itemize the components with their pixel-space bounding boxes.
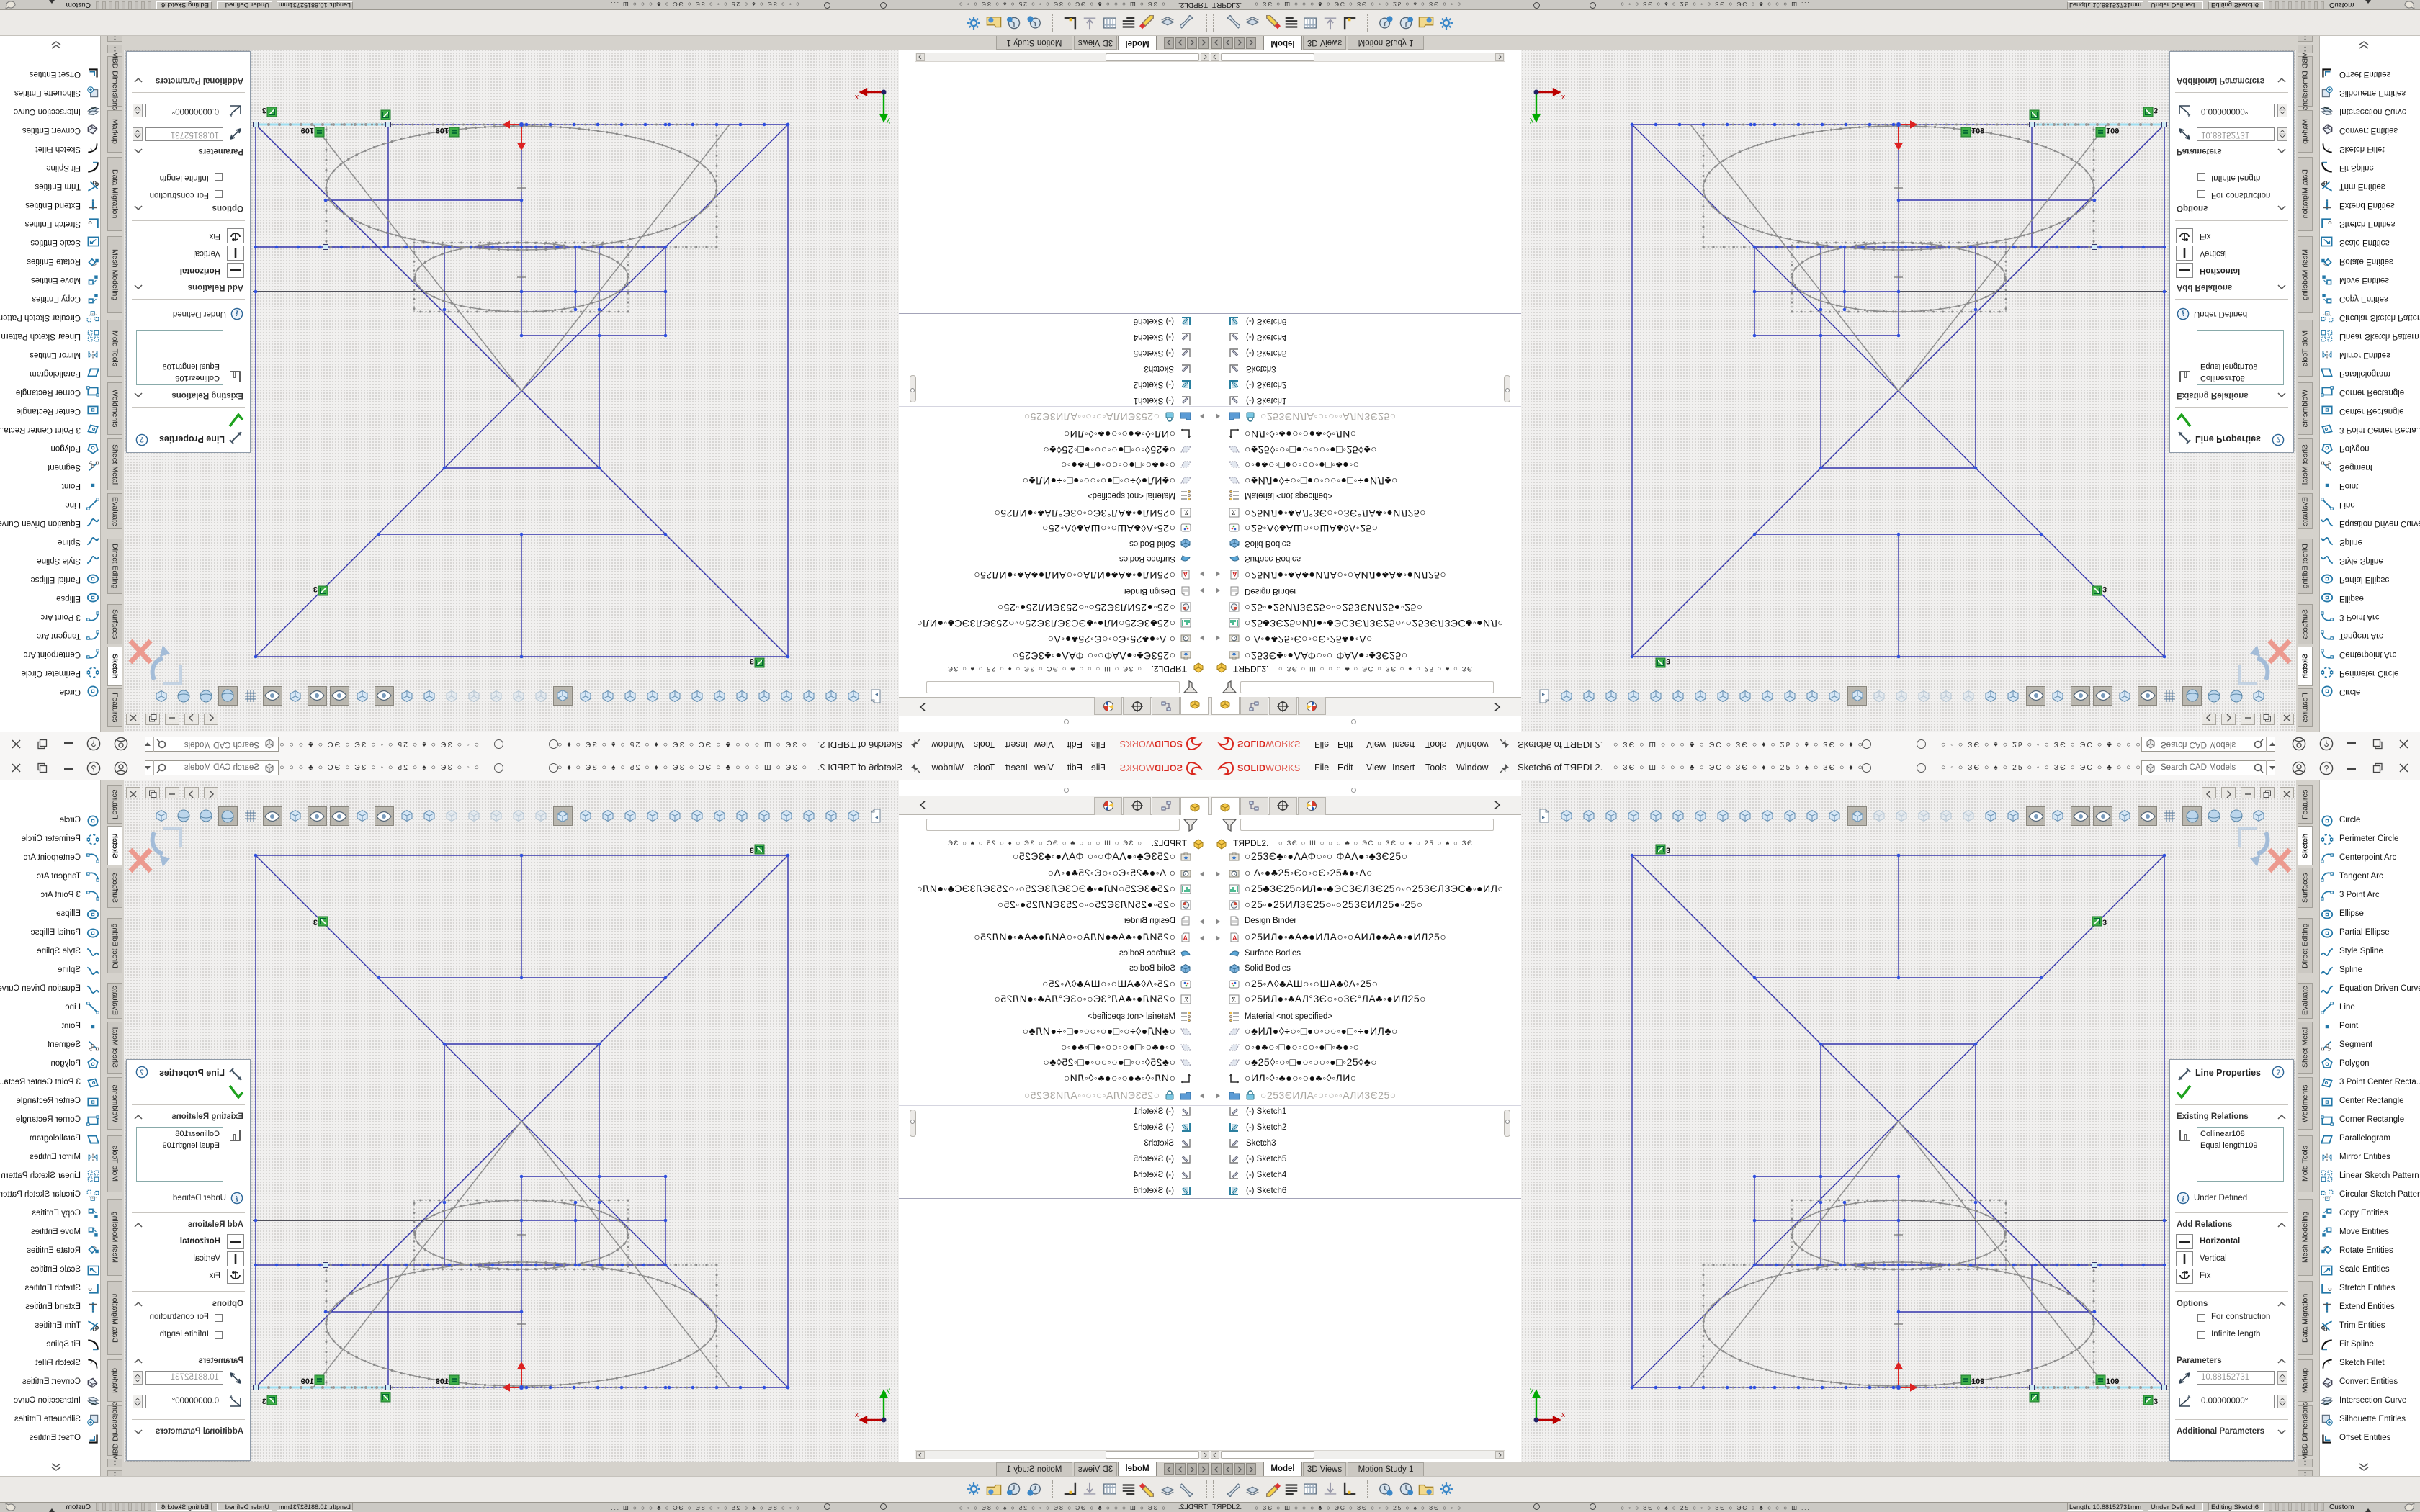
svg-text:A: A [1183, 570, 1188, 577]
svg-text:109: 109 [2106, 1377, 2119, 1386]
svg-text:y: y [1530, 117, 1533, 125]
svg-text:3: 3 [2102, 585, 2107, 593]
svg-text:3: 3 [313, 919, 318, 927]
svg-text:3: 3 [2102, 919, 2107, 927]
svg-text:109: 109 [1971, 1377, 1984, 1386]
svg-text:A: A [229, 112, 233, 117]
svg-text:x: x [855, 93, 859, 101]
svg-text:109: 109 [1971, 126, 1984, 135]
svg-text:109: 109 [301, 126, 314, 135]
svg-text:A: A [1183, 935, 1188, 942]
svg-text:x: x [1561, 93, 1565, 101]
svg-text:?: ? [140, 1068, 144, 1077]
svg-text:109: 109 [436, 126, 449, 135]
svg-text:3: 3 [2154, 1398, 2158, 1406]
svg-text:Σ: Σ [1232, 508, 1236, 516]
svg-text:3: 3 [262, 1398, 266, 1406]
svg-text:109: 109 [2106, 126, 2119, 135]
svg-text:?: ? [2324, 764, 2329, 774]
svg-text:y: y [887, 1387, 890, 1395]
svg-text:i: i [2182, 309, 2184, 318]
svg-text:i: i [236, 1195, 238, 1204]
svg-text:#: # [2328, 1046, 2331, 1053]
svg-text:3: 3 [1666, 847, 1670, 855]
svg-text:#: # [2328, 459, 2331, 466]
svg-text:3: 3 [2154, 106, 2158, 114]
svg-text:A: A [2187, 1395, 2191, 1400]
svg-text:Σ: Σ [1184, 996, 1188, 1004]
svg-text:109: 109 [301, 1377, 314, 1386]
svg-text:3: 3 [313, 585, 318, 593]
svg-text:A: A [1232, 935, 1237, 942]
svg-text:A: A [2187, 112, 2191, 117]
svg-text:Σ: Σ [1184, 508, 1188, 516]
svg-text:?: ? [140, 435, 144, 444]
svg-text:i: i [236, 309, 238, 318]
svg-text:i: i [2182, 1195, 2184, 1204]
svg-text:Σ: Σ [1232, 996, 1236, 1004]
svg-text:?: ? [91, 764, 96, 774]
svg-text:x: x [1561, 1411, 1565, 1419]
svg-text:3: 3 [750, 657, 754, 665]
svg-text:?: ? [2324, 739, 2329, 749]
svg-text:#: # [89, 1046, 92, 1053]
svg-text:?: ? [2276, 435, 2280, 444]
svg-text:3: 3 [1666, 657, 1670, 665]
svg-text:?: ? [2276, 1068, 2280, 1077]
svg-text:x: x [855, 1411, 859, 1419]
svg-text:y: y [1530, 1387, 1533, 1395]
svg-text:?: ? [91, 739, 96, 749]
svg-text:A: A [1232, 570, 1237, 577]
svg-text:3: 3 [262, 106, 266, 114]
svg-text:y: y [887, 117, 890, 125]
svg-text:109: 109 [436, 1377, 449, 1386]
svg-text:A: A [229, 1395, 233, 1400]
svg-text:3: 3 [750, 847, 754, 855]
svg-text:#: # [89, 459, 92, 466]
